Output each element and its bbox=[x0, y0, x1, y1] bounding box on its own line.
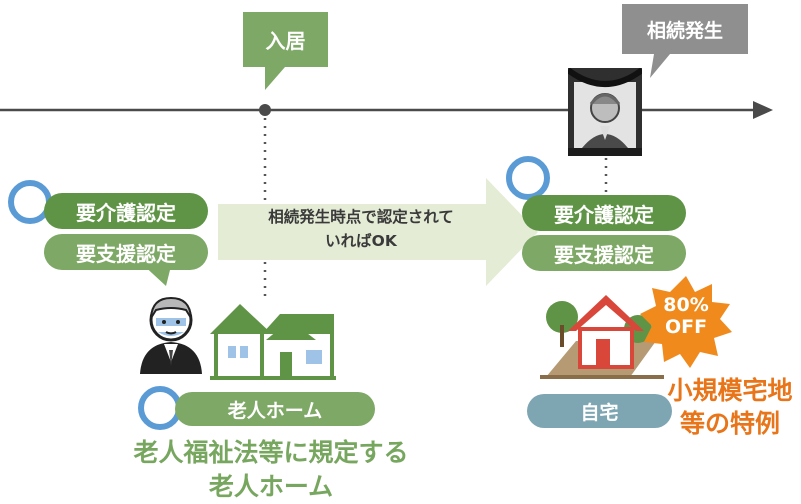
left-care-cert-pill: 要介護認定 bbox=[44, 193, 208, 229]
right-support-cert-pill: 要支援認定 bbox=[522, 235, 686, 271]
move-in-callout-shape bbox=[243, 12, 328, 90]
discount-badge-text: 80% OFF bbox=[646, 294, 726, 338]
own-home-icon bbox=[540, 295, 664, 379]
discount-badge-shape bbox=[640, 276, 732, 368]
nursing-home-note-line2: 老人ホーム bbox=[208, 472, 334, 501]
own-home-label: 自宅 bbox=[580, 401, 619, 424]
arrow-text-line1: 相続発生時点で認定されて bbox=[268, 208, 454, 226]
left-support-cert-label: 要支援認定 bbox=[76, 241, 176, 266]
left-care-cert-label: 要介護認定 bbox=[76, 200, 176, 225]
elderly-person-icon bbox=[140, 296, 202, 374]
memorial-portrait-icon bbox=[568, 68, 642, 156]
right-care-cert-label: 要介護認定 bbox=[554, 202, 654, 227]
arrow-text-line2: いればOK bbox=[325, 232, 397, 250]
nursing-home-note-line1: 老人福祉法等に規定する bbox=[133, 438, 409, 467]
right-top-ring-icon bbox=[506, 156, 550, 200]
special-rule-note: 小規模宅地 等の特例 bbox=[660, 374, 800, 440]
right-support-cert-label: 要支援認定 bbox=[554, 242, 654, 267]
arrow-text: 相続発生時点で認定されて いればOK bbox=[226, 205, 496, 253]
nursing-home-icon bbox=[210, 304, 336, 380]
discount-word: OFF bbox=[664, 316, 708, 338]
nursing-home-label: 老人ホーム bbox=[227, 399, 323, 422]
left-support-cert-pill: 要支援認定 bbox=[44, 234, 208, 270]
inheritance-callout-shape bbox=[622, 4, 748, 78]
right-care-cert-pill: 要介護認定 bbox=[522, 195, 686, 231]
special-rule-line1: 小規模宅地 bbox=[667, 376, 793, 405]
move-in-label: 入居 bbox=[265, 29, 306, 53]
nursing-home-note: 老人福祉法等に規定する 老人ホーム bbox=[120, 436, 422, 504]
nursing-home-pill: 老人ホーム bbox=[175, 392, 375, 426]
own-home-pill: 自宅 bbox=[527, 394, 672, 428]
inheritance-label: 相続発生 bbox=[646, 19, 723, 42]
discount-value: 80% bbox=[663, 294, 709, 316]
certification-arrow bbox=[218, 178, 538, 286]
left-bottom-ring-icon bbox=[138, 386, 182, 430]
special-rule-line2: 等の特例 bbox=[679, 409, 780, 438]
